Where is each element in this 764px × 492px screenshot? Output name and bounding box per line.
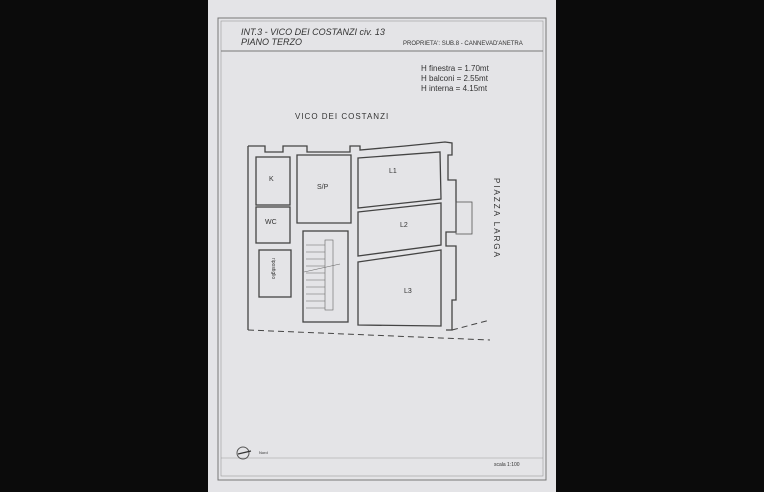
sheet-border [217, 17, 547, 481]
height-window: H finestra = 1.70mt [421, 64, 489, 73]
floor-plan-sheet [208, 0, 556, 492]
room-storage: ripostiglio [270, 258, 276, 280]
height-interior: H interna = 4.15mt [421, 84, 488, 93]
room-l2: L2 [400, 222, 408, 229]
north-label: Nord [259, 450, 268, 455]
street-top-label: VICO DEI COSTANZI [295, 112, 390, 121]
height-balcony: H balconi = 2.55mt [421, 74, 488, 83]
room-wc: WC [265, 219, 277, 226]
room-l1: L1 [389, 168, 397, 175]
staircase [303, 239, 341, 311]
heights-block: H finestra = 1.70mt H balconi = 2.55mt H… [421, 64, 489, 94]
street-right-label: PIAZZA LARGA [492, 178, 501, 259]
balcony [455, 201, 473, 235]
room-l3: L3 [404, 288, 412, 295]
north-arrow-icon [236, 446, 250, 460]
scale-label: scala 1:100 [494, 462, 520, 468]
floor-label: PIANO TERZO [241, 37, 303, 47]
walls [247, 141, 457, 331]
boundary-dashed [247, 329, 491, 341]
room-sp: S/P [317, 184, 329, 191]
room-k: K [269, 176, 274, 183]
owner-label: PROPRIETA': SUB.8 - CANNEVAD'ANETRA [403, 41, 523, 47]
plan-title: INT.3 - VICO DEI COSTANZI civ. 13 [241, 27, 385, 37]
